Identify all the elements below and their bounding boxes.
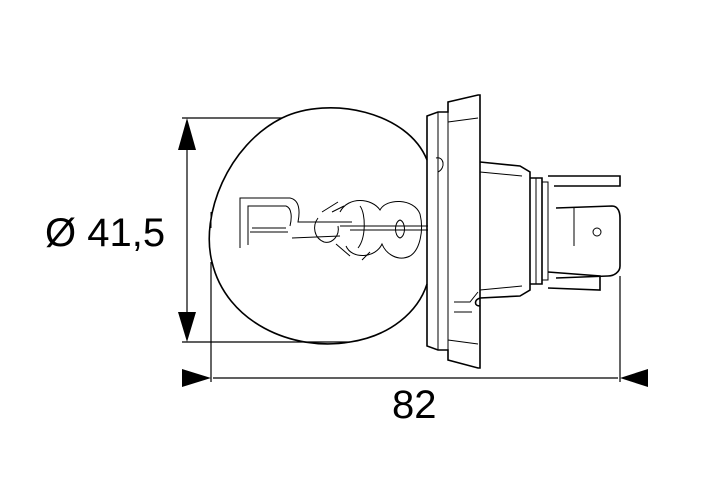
socket-body (474, 161, 549, 307)
length-arrow-right (620, 369, 648, 387)
glass-bulb (208, 107, 428, 345)
bulb-flange (426, 94, 481, 369)
diameter-label: Ø 41,5 (45, 211, 165, 255)
length-dimension (182, 262, 648, 387)
diameter-dimension (178, 117, 350, 343)
socket-terminals (547, 175, 621, 291)
diameter-arrow-top (178, 118, 196, 150)
length-label: 82 (392, 383, 437, 427)
filament-assembly (239, 197, 428, 261)
diameter-arrow-bottom (178, 312, 196, 342)
length-arrow-left (182, 369, 211, 387)
